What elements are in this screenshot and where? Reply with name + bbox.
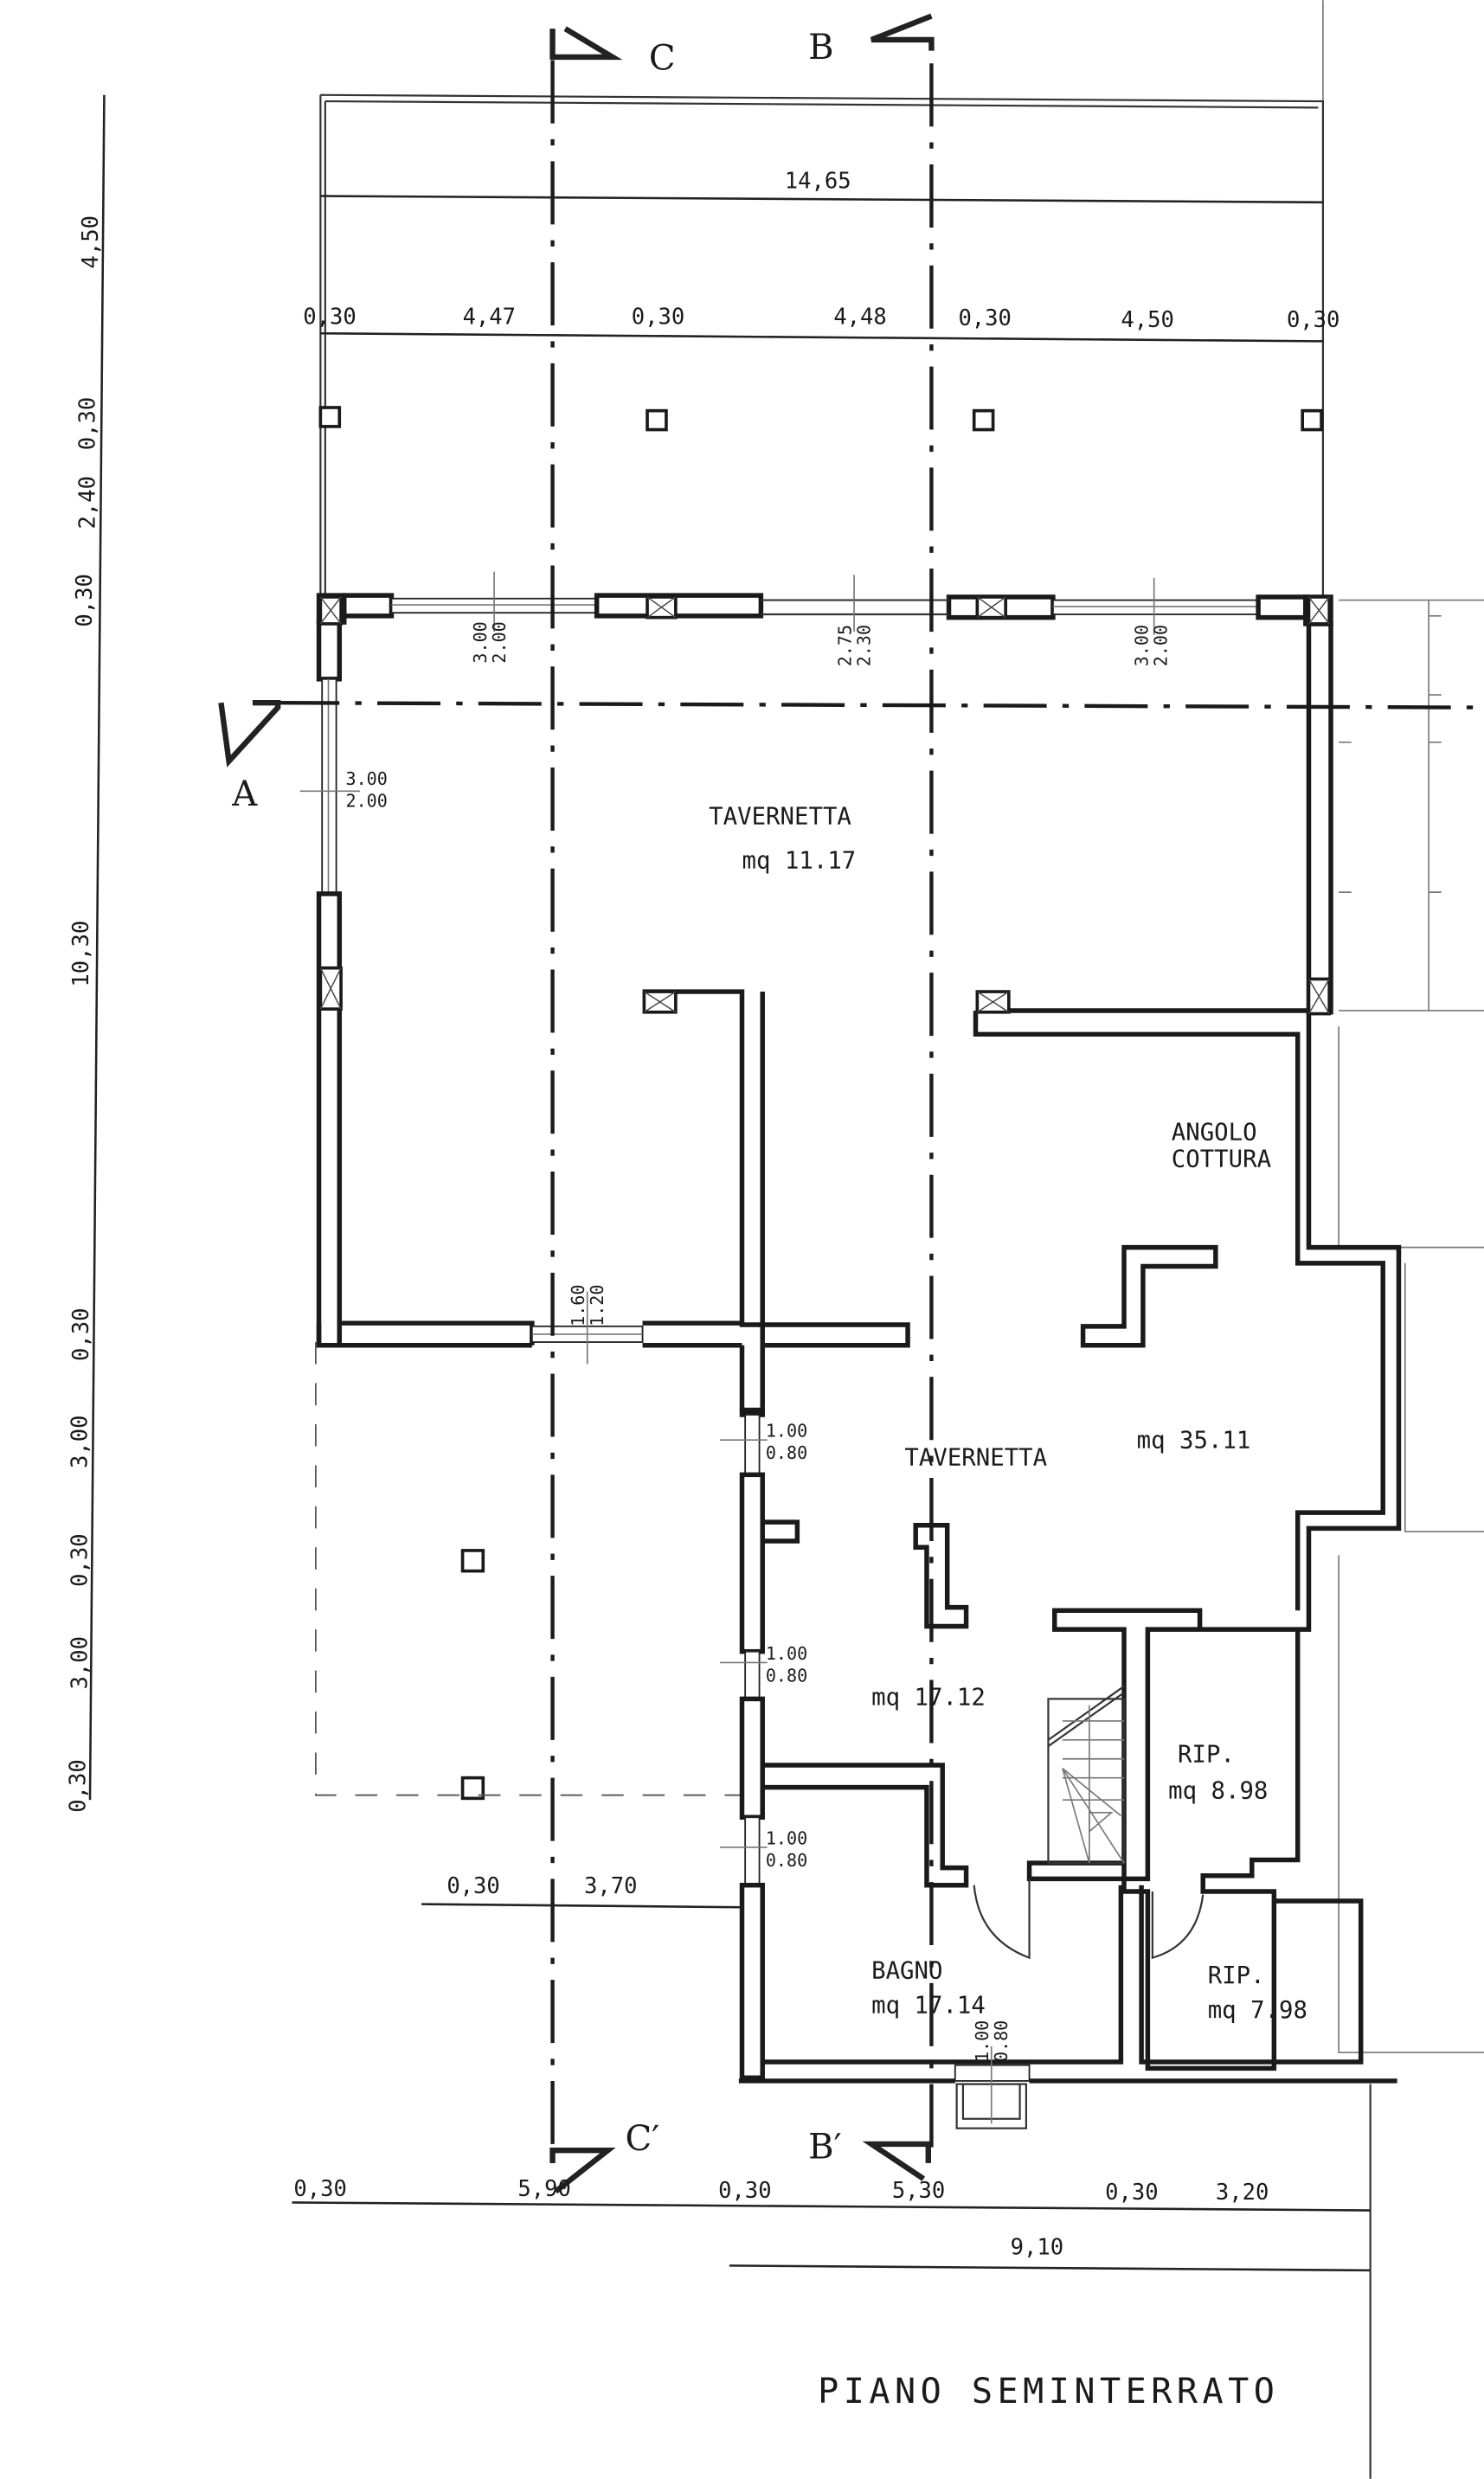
room-name: BAGNO — [871, 1957, 942, 1984]
porch-outline — [319, 93, 1324, 600]
section-label-c: C — [649, 39, 676, 79]
dim-bottom-segment: 0,30 — [1105, 2180, 1158, 2206]
dim-left-segment: 0,30 — [74, 397, 100, 450]
opening-width: 1.00 — [972, 2020, 993, 2062]
room-area: mq 8.98 — [1168, 1777, 1268, 1804]
opening-height: 2.00 — [346, 791, 388, 812]
opening-height: 1.20 — [587, 1285, 607, 1326]
opening-labels: 3.00 2.00 2.75 2.30 3.00 2.00 3.00 2.00 … — [299, 571, 1171, 2124]
dim-top-segment: 4,47 — [463, 304, 517, 330]
pillar-hatch — [1307, 596, 1330, 625]
dim-bottom-segment: 3,20 — [1216, 2180, 1269, 2206]
room-labels: TAVERNETTA mq 11.17 ANGOLO COTTURA TAVER… — [709, 804, 1307, 2024]
pillar-hatch — [643, 991, 677, 1013]
opening-width: 3.00 — [1131, 625, 1152, 666]
opening-height: 0.80 — [766, 1665, 807, 1686]
dim-bottom-segment: 5,30 — [892, 2178, 946, 2204]
dim-left-segment: 3,00 — [67, 1416, 93, 1469]
room-area: mq 17.12 — [871, 1685, 986, 1712]
opening-width: 1.00 — [766, 1421, 807, 1442]
pillar-hatch — [319, 596, 342, 625]
door-swing — [973, 1879, 1031, 1960]
dim-porch-segment: 3,70 — [584, 1873, 638, 1899]
room-area: mq 11.17 — [742, 848, 857, 875]
pillar — [646, 408, 668, 432]
opening-width: 2.75 — [834, 625, 855, 666]
dim-bottom-segment: 0,30 — [718, 2178, 772, 2204]
dim-bottom-segment: 0,30 — [293, 2176, 346, 2202]
dim-left-segment: 2,40 — [74, 476, 100, 530]
drawing-title: PIANO SEMINTERRATO — [818, 2372, 1279, 2412]
dim-left-segment: 0,30 — [68, 1307, 94, 1360]
stairs — [1047, 1685, 1126, 1865]
pillar-hatch — [319, 967, 342, 1010]
opening-width: 1.00 — [766, 1827, 807, 1848]
room-area: mq 17.14 — [871, 1992, 986, 2019]
section-label-a: A — [231, 774, 258, 814]
dim-top-segment: 0,30 — [303, 304, 356, 330]
room-area: mq 7.98 — [1208, 1997, 1307, 2024]
room-area: mq 35.11 — [1137, 1427, 1251, 1454]
pillar-hatch — [976, 991, 1010, 1013]
pillar-hatch — [976, 596, 1006, 619]
section-label-c-prime: C′ — [625, 2119, 659, 2159]
dim-top-segment: 0,30 — [958, 305, 1012, 331]
pillar — [318, 406, 342, 428]
dim-left-segment: 0,30 — [66, 1759, 92, 1813]
opening-height: 2.30 — [853, 625, 874, 666]
dim-top-segment: 0,30 — [1287, 307, 1339, 333]
dimension-lines — [88, 94, 1371, 2272]
dim-top-segment: 4,50 — [1121, 307, 1174, 333]
opening-height: 0.80 — [766, 1850, 807, 1871]
section-lines — [218, 13, 1484, 2194]
dim-bottom-total: 9,10 — [1011, 2235, 1064, 2261]
dim-top-segment: 4,48 — [833, 304, 886, 330]
dim-left-segment: 10,30 — [68, 921, 94, 987]
porch-dashed-outline — [314, 1342, 742, 1796]
opening-height: 2.00 — [489, 621, 510, 663]
pillar-hatch — [646, 596, 677, 619]
section-label-b: B — [808, 28, 833, 67]
pillar — [972, 408, 995, 432]
pillar — [1301, 408, 1323, 432]
dim-bottom-segment: 5,90 — [517, 2176, 571, 2202]
opening-width: 3.00 — [346, 768, 388, 789]
dim-left-segment: 4,50 — [78, 215, 104, 268]
left-dimension-labels: 4,50 0,30 2,40 0,30 10,30 0,30 3,00 0,30… — [66, 215, 105, 1813]
porch-pillars — [318, 406, 1323, 1801]
dim-porch-segment: 0,30 — [446, 1873, 500, 1899]
room-name: TAVERNETTA — [904, 1444, 1047, 1471]
room-name: RIP. — [1208, 1962, 1265, 1989]
room-name: COTTURA — [1172, 1146, 1271, 1173]
opening-height: 0.80 — [766, 1442, 807, 1463]
door-swing — [1151, 1891, 1205, 1960]
dim-left-segment: 0,30 — [67, 1533, 93, 1586]
room-name: RIP. — [1178, 1741, 1235, 1768]
opening-height: 0.80 — [991, 2020, 1012, 2062]
walls — [316, 593, 1402, 2129]
dim-left-segment: 3,00 — [67, 1636, 93, 1690]
opening-width: 1.00 — [766, 1643, 807, 1664]
section-label-b-prime: B′ — [808, 2127, 842, 2167]
structural-pillars — [318, 595, 1332, 1016]
room-name: TAVERNETTA — [709, 804, 851, 831]
kitchen-counter — [1080, 1244, 1218, 1348]
opening-height: 2.00 — [1150, 625, 1171, 666]
room-name: ANGOLO — [1172, 1120, 1257, 1146]
neighbor-building — [1322, 0, 1484, 2479]
dim-top-segment: 0,30 — [632, 304, 685, 330]
dim-top-total: 14,65 — [785, 168, 851, 194]
pillar — [460, 1549, 485, 1573]
opening-width: 1.60 — [568, 1285, 588, 1326]
dim-left-segment: 0,30 — [72, 574, 98, 627]
pillar — [460, 1776, 485, 1801]
pillar-hatch — [1307, 979, 1330, 1014]
opening-width: 3.00 — [470, 621, 491, 663]
